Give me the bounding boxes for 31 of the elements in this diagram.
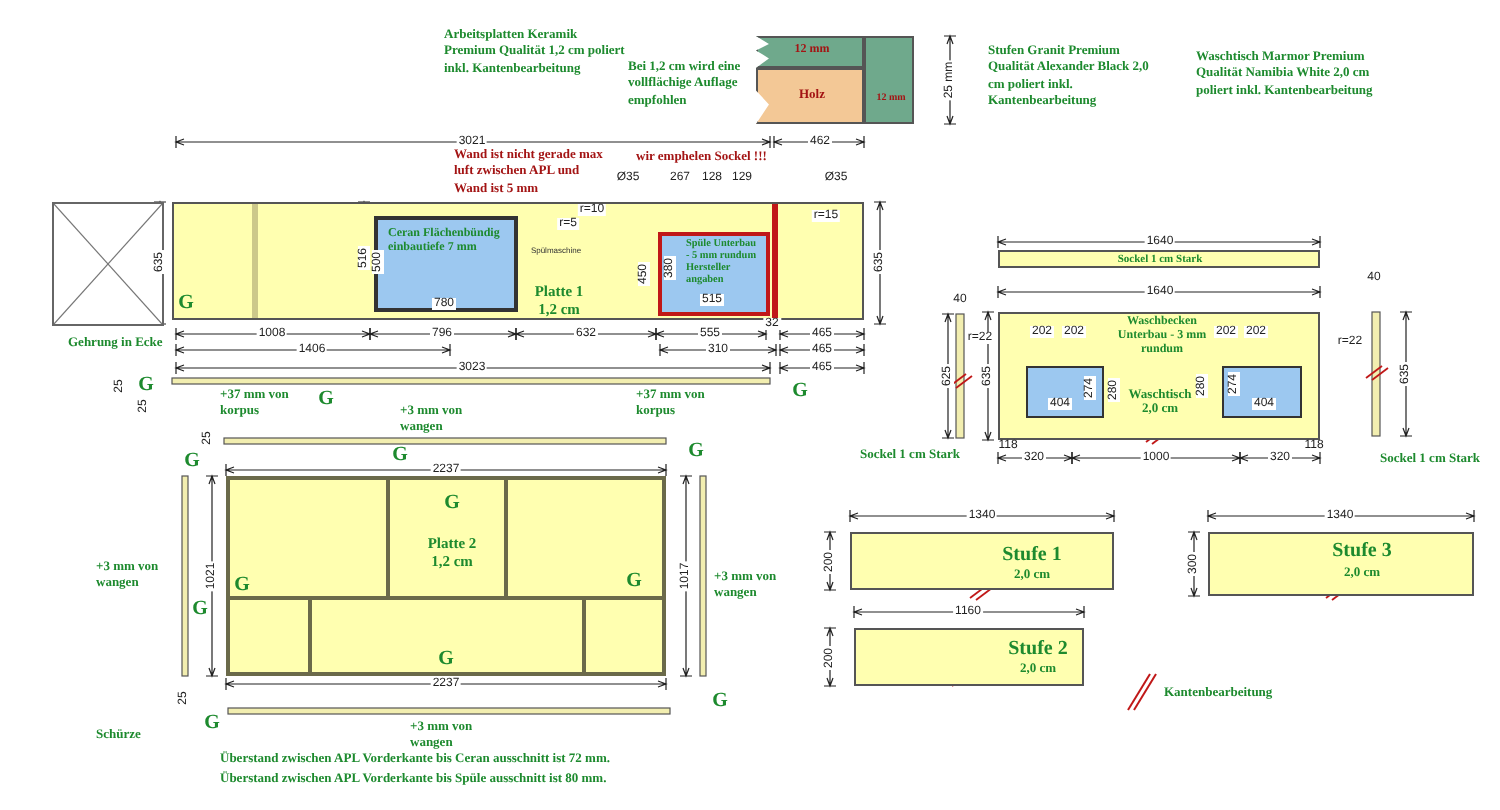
step-panel (854, 628, 1084, 686)
edge-code-label: G (318, 390, 334, 410)
profile-top-layer (756, 36, 864, 68)
plinth-strip (998, 250, 1320, 268)
edge-code-label: G (438, 650, 454, 670)
edge-code-label: G (688, 442, 704, 462)
step-panel (850, 532, 1114, 590)
vanity-top (998, 312, 1320, 440)
edge-code-label: G (184, 452, 200, 472)
basin-cutout (1026, 366, 1104, 418)
edge-code-label: G (392, 446, 408, 466)
edge-code-label: G (712, 692, 728, 712)
profile-edge-layer (864, 36, 914, 124)
countertop-panel (172, 202, 864, 320)
edge-code-label: G (234, 576, 250, 596)
edge-code-label: G (178, 294, 194, 314)
step-title: Stufe 3 (1330, 540, 1394, 563)
cooktop-cutout (374, 216, 518, 312)
sink-cutout (658, 232, 770, 316)
countertop-panel (226, 476, 666, 676)
edge-code-label: G (138, 376, 154, 396)
edge-code-label: G (192, 600, 208, 620)
basin-cutout (1222, 366, 1302, 418)
wood-layer (756, 68, 864, 124)
edge-code-label: G (444, 494, 460, 514)
edge-code-label: G (204, 714, 220, 734)
step-title: Stufe 1 (1000, 544, 1064, 567)
step-panel (1208, 532, 1474, 596)
edge-code-label: G (792, 382, 808, 402)
step-title: Stufe 2 (1006, 638, 1070, 661)
edge-code-label: G (626, 572, 642, 592)
